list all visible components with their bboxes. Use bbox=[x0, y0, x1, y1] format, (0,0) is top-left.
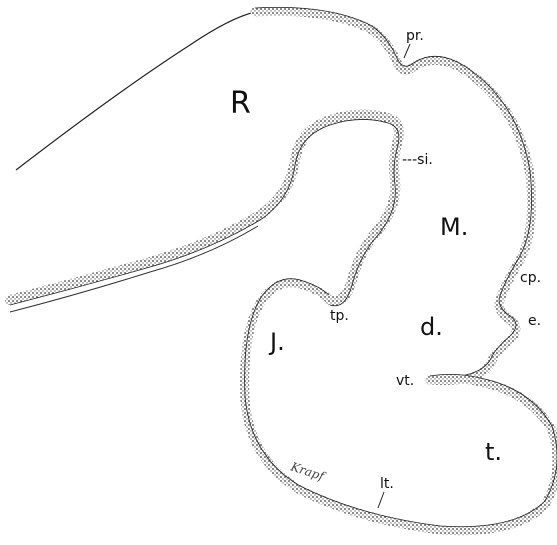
label-t: t. bbox=[485, 438, 502, 466]
pr-leader bbox=[404, 44, 410, 58]
label-J: J. bbox=[268, 328, 285, 356]
label-R: R bbox=[230, 86, 251, 121]
label-pr: pr. bbox=[406, 28, 424, 44]
inner-fold-wall bbox=[10, 114, 399, 300]
lt-leader bbox=[378, 492, 384, 508]
label-tp: tp. bbox=[330, 308, 349, 324]
label-vt: vt. bbox=[396, 373, 414, 389]
label-si: ---si. bbox=[402, 152, 433, 168]
label-d: d. bbox=[420, 313, 443, 341]
artist-signature: Krapf bbox=[288, 459, 328, 484]
label-lt: lt. bbox=[380, 476, 394, 492]
outer-wall-line bbox=[16, 12, 255, 170]
label-M: M. bbox=[440, 213, 468, 241]
label-cp: cp. bbox=[520, 270, 541, 286]
label-e: e. bbox=[528, 313, 541, 329]
inner-fold-edge bbox=[10, 119, 399, 305]
